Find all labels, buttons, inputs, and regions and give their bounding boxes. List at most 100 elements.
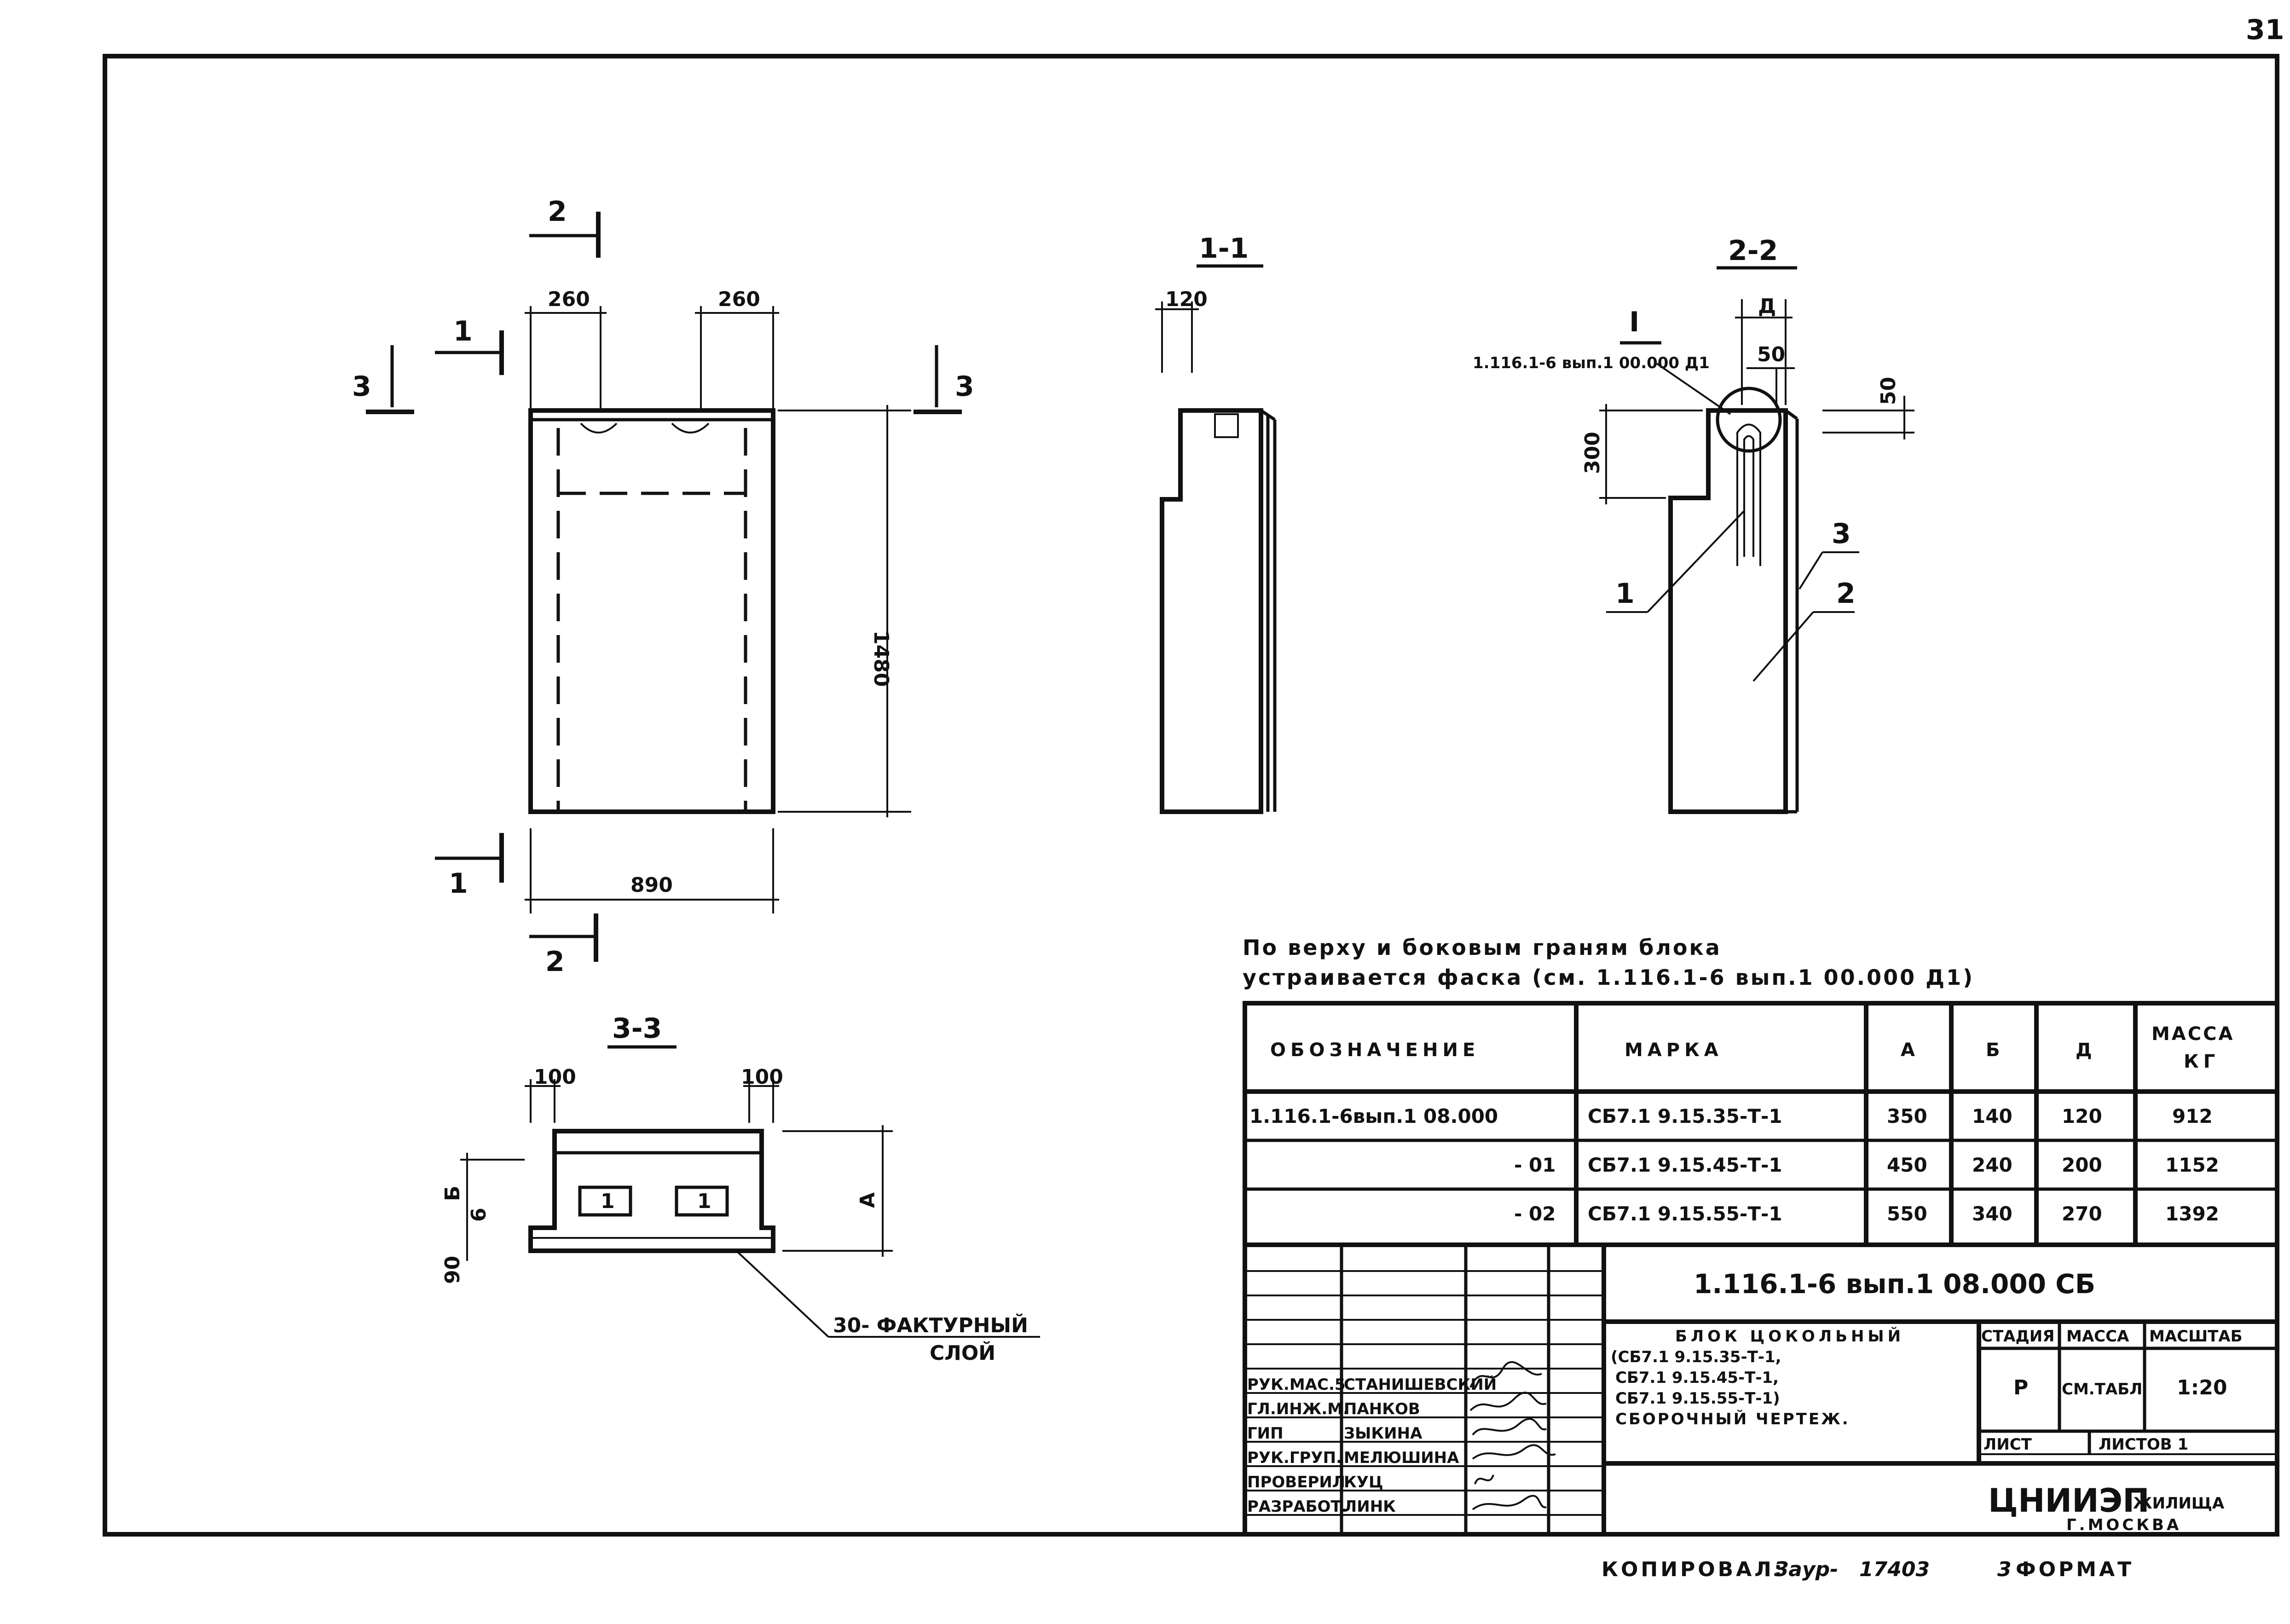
cut-mark-2-bottom: 2	[545, 946, 565, 978]
spec-table: ОБОЗНАЧЕНИЕ МАРКА А Б Д МАССА КГ 1.116.1…	[1243, 1001, 2279, 1247]
section-3-3: 3-3 1 1 100 100 Б 6 90 А 30- ФАКТУРНЫЙ С…	[441, 1012, 1040, 1365]
title-line-2: (СБ7.1 9.15.35-Т-1,	[1611, 1348, 1781, 1366]
sheet-label: ЛИСТ	[1984, 1435, 2032, 1454]
row-1-a: 350	[1887, 1105, 1927, 1127]
name-2: ПАНКОВ	[1344, 1400, 1420, 1418]
dim-260-right: 260	[718, 288, 760, 311]
stage-value: Р	[2013, 1376, 2028, 1399]
mass-label: МАССА	[2066, 1327, 2129, 1346]
role-6: РАЗРАБОТ.	[1247, 1497, 1347, 1516]
scale-value: 1:20	[2177, 1376, 2227, 1399]
row-2-designation: - 01	[1514, 1154, 1556, 1176]
dim-120: 120	[1165, 288, 1208, 311]
row-3-d: 270	[2062, 1202, 2102, 1225]
front-view: 260 260 1480 890	[525, 288, 911, 913]
footer: КОПИРОВАЛ: Заур- 17403 3 ФОРМАТ	[1602, 1558, 2134, 1581]
callout-2: 2	[1836, 578, 1856, 610]
dim-260-left: 260	[548, 288, 590, 311]
signature-5	[1474, 1474, 1494, 1485]
cut-mark-3-left: 3	[352, 370, 371, 403]
header-d: Д	[2076, 1040, 2097, 1061]
signature-3	[1472, 1418, 1547, 1436]
dim-50-side: 50	[1877, 377, 1900, 405]
title-line-1: БЛОК ЦОКОЛЬНЫЙ	[1675, 1327, 1904, 1346]
dim-6: 6	[467, 1208, 491, 1222]
row-2-mark: СБ7.1 9.15.45-Т-1	[1588, 1154, 1782, 1176]
header-mass: МАССА	[2151, 1023, 2234, 1045]
cut-marks: 2 1 3 3 1 2	[352, 196, 974, 978]
signature-2	[1469, 1392, 1547, 1411]
role-4: РУК.ГРУП.	[1247, 1449, 1342, 1467]
cut-mark-1-bottom: 1	[449, 867, 468, 900]
row-3-a: 550	[1887, 1202, 1927, 1225]
row-1-mass: 912	[2172, 1105, 2213, 1127]
cut-mark-1-top: 1	[453, 315, 473, 347]
dim-b: Б	[441, 1185, 464, 1201]
slot-1-left: 1	[601, 1190, 615, 1213]
section-1-1: 1-1 120	[1155, 232, 1277, 814]
table-row: 1.116.1-6вып.1 08.000 СБ7.1 9.15.35-Т-1 …	[1249, 1105, 2213, 1127]
dim-100-right: 100	[741, 1065, 783, 1089]
name-3: ЗЫКИНА	[1344, 1424, 1423, 1443]
role-5: ПРОВЕРИЛ	[1247, 1473, 1345, 1491]
cut-mark-2-top: 2	[548, 196, 567, 228]
org-name-suffix: ЖИЛИЩА	[2133, 1494, 2225, 1513]
row-2-d: 200	[2062, 1154, 2102, 1176]
node-mark: I	[1629, 306, 1639, 338]
slot-1-right: 1	[697, 1190, 711, 1213]
copied-label: КОПИРОВАЛ:	[1602, 1558, 1785, 1581]
dim-d: Д	[1758, 295, 1776, 318]
header-mass-unit: КГ	[2184, 1051, 2220, 1072]
block-outline	[528, 408, 775, 814]
copied-signature: Заур-	[1774, 1558, 1838, 1581]
row-2-mass: 1152	[2165, 1154, 2219, 1176]
row-1-mark: СБ7.1 9.15.35-Т-1	[1588, 1105, 1782, 1127]
format-label: ФОРМАТ	[2016, 1558, 2134, 1581]
name-6: ЛИНК	[1344, 1497, 1396, 1516]
facing-layer-note: 30- ФАКТУРНЫЙ	[833, 1313, 1028, 1337]
signature-4	[1472, 1444, 1556, 1460]
row-3-mark: СБ7.1 9.15.55-Т-1	[1588, 1202, 1782, 1225]
role-1: РУК.МАС.5	[1247, 1375, 1346, 1394]
name-1: СТАНИШЕВСКИЙ	[1344, 1375, 1497, 1394]
role-3: ГИП	[1247, 1424, 1284, 1443]
title-line-5: СБОРОЧНЫЙ ЧЕРТЕЖ.	[1615, 1410, 1850, 1428]
scale-label: МАСШТАБ	[2149, 1327, 2243, 1346]
header-designation: ОБОЗНАЧЕНИЕ	[1270, 1040, 1480, 1061]
signature-1	[1469, 1361, 1542, 1388]
org-city: Г.МОСКВА	[2066, 1516, 2181, 1534]
section-3-3-title: 3-3	[612, 1012, 662, 1045]
dim-1480: 1480	[869, 630, 893, 687]
name-4: МЕЛЮШИНА	[1344, 1449, 1459, 1467]
row-2-a: 450	[1887, 1154, 1927, 1176]
page-number: 31	[2246, 14, 2284, 46]
title-line-3: СБ7.1 9.15.45-Т-1,	[1615, 1369, 1779, 1387]
format-number: 3	[1997, 1558, 2012, 1581]
dim-a: А	[856, 1192, 879, 1208]
table-row: - 02 СБ7.1 9.15.55-Т-1 550 340 270 1392	[1514, 1202, 2219, 1225]
title-block: 1.116.1-6 вып.1 08.000 СБ БЛОК ЦОКОЛЬНЫЙ…	[1243, 1243, 2279, 1537]
title-line-4: СБ7.1 9.15.55-Т-1)	[1615, 1389, 1780, 1408]
table-row: - 01 СБ7.1 9.15.45-Т-1 450 240 200 1152	[1514, 1154, 2219, 1176]
sheet-frame	[103, 54, 2279, 1537]
section-1-1-title: 1-1	[1199, 232, 1249, 265]
row-3-designation: - 02	[1514, 1202, 1556, 1225]
dim-890: 890	[630, 873, 673, 897]
callout-3: 3	[1832, 518, 1851, 550]
stage-label: СТАДИЯ	[1981, 1327, 2054, 1346]
row-3-b: 340	[1972, 1202, 2012, 1225]
node-reference: 1.116.1-6 вып.1 00.000 Д1	[1473, 354, 1710, 372]
header-b: Б	[1986, 1040, 2005, 1061]
note-line-1: По верху и боковым граням блока	[1243, 935, 1722, 960]
signature-6	[1472, 1495, 1547, 1510]
mass-value: СМ.ТАБЛ	[2062, 1380, 2142, 1399]
org-name: ЦНИИЭП	[1988, 1482, 2150, 1520]
section-2-2: 2-2 Д 50 50 300 1.116.1-6 вып.1 00.000 Д…	[1473, 235, 1914, 814]
row-1-designation: 1.116.1-6вып.1 08.000	[1249, 1105, 1498, 1127]
section-2-2-title: 2-2	[1728, 235, 1778, 267]
row-3-mass: 1392	[2165, 1202, 2219, 1225]
facing-layer-note-2: СЛОЙ	[930, 1341, 995, 1365]
cut-mark-3-right: 3	[955, 370, 974, 403]
role-2: ГЛ.ИНЖ.М.	[1247, 1400, 1349, 1418]
